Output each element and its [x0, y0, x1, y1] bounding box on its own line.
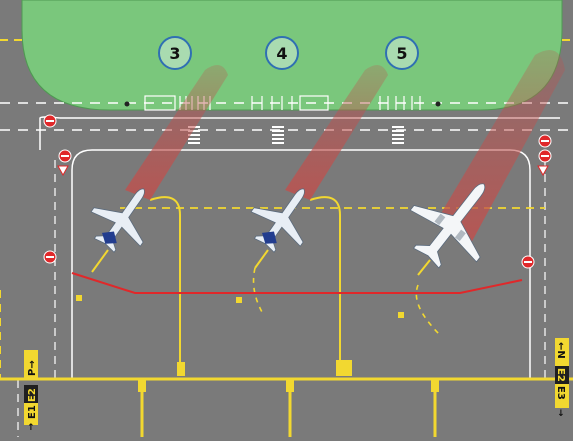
- sign-left-e2: E2: [27, 388, 38, 402]
- yield-sign-icon: [537, 165, 549, 177]
- taxiway-sign-right: ←N E2 E3 ↓: [555, 338, 569, 419]
- airplane-icon: [409, 183, 486, 269]
- stand-badge-3: 3: [158, 36, 192, 70]
- stand-badge-label: 4: [276, 44, 287, 63]
- stand-badge-label: 5: [396, 44, 407, 63]
- stop-sign-icon: [538, 149, 552, 163]
- crosswalks: [188, 126, 404, 144]
- taxi-guidance-lines: [91, 196, 431, 365]
- stop-line-left: [71, 272, 523, 294]
- stand-badge-4: 4: [265, 36, 299, 70]
- stand-badge-label: 3: [169, 44, 180, 63]
- sign-right-e3: E3: [555, 386, 566, 400]
- stop-sign-icon: [43, 250, 57, 264]
- stand-markers: [76, 295, 439, 392]
- stop-sign-icon: [58, 149, 72, 163]
- aircraft-stand-3[interactable]: [80, 172, 169, 263]
- sign-right-n: ←N: [555, 342, 566, 359]
- aircraft-stand-5[interactable]: [393, 158, 517, 284]
- stand-badge-5: 5: [385, 36, 419, 70]
- aircraft-stand-4[interactable]: [240, 172, 329, 263]
- sign-right-arrow: ↓: [557, 409, 565, 419]
- stop-sign-icon: [521, 255, 535, 269]
- equipment-area-4: [251, 95, 329, 111]
- stop-sign-icon: [538, 134, 552, 148]
- sign-left-arrow: ↑: [27, 423, 35, 433]
- sign-left-p: P→: [27, 360, 38, 376]
- stop-sign-icon: [43, 114, 57, 128]
- yield-sign-icon: [57, 165, 69, 177]
- sign-left-e1: E1: [27, 405, 38, 419]
- sign-right-e2: E2: [555, 368, 566, 382]
- taxiway-sign-left: P→ E2 E1 ↑: [24, 350, 38, 433]
- equipment-area-5: [379, 96, 421, 110]
